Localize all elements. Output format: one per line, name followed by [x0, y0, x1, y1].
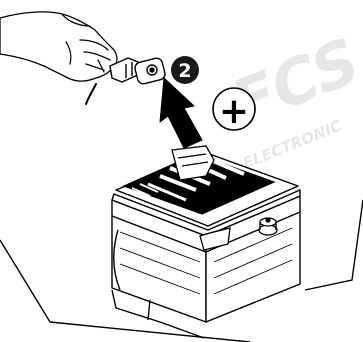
polarity-symbol: +	[219, 91, 249, 132]
step-number: 2	[178, 60, 191, 82]
hand-icon	[0, 12, 117, 104]
terminal-clamp-icon	[110, 57, 166, 85]
lift-arrow-icon	[160, 78, 202, 148]
positive-terminal-post	[259, 218, 277, 235]
step-badge: 2	[171, 56, 199, 84]
positive-terminal-icon: +	[213, 88, 255, 132]
